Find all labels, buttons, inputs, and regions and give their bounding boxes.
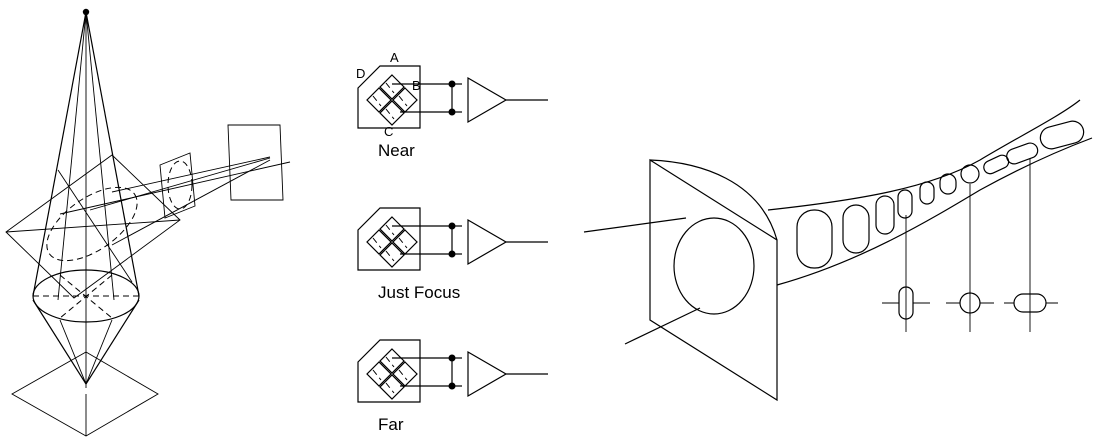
section-10: [1039, 120, 1085, 150]
detector-label-far: Far: [378, 415, 404, 434]
section-6: [939, 173, 957, 195]
quadrant-2: [379, 374, 405, 400]
quadrant-label-c: C: [384, 124, 393, 139]
quadrant-3: [366, 87, 392, 113]
section-1: [796, 209, 833, 269]
quadrant-0: [379, 74, 405, 100]
quadrant-0: [379, 216, 405, 242]
beam-spot-ellipse: [46, 186, 138, 262]
quadrant-2: [379, 100, 405, 126]
tilted-plane: [5, 154, 181, 299]
differential-amplifier: [467, 218, 508, 266]
cylindrical-lens-frame: [159, 152, 196, 219]
detector-plane: [227, 124, 284, 201]
quadrant-0: [379, 348, 405, 374]
detector-label-just-focus: Just Focus: [378, 283, 460, 302]
differential-amplifier: [467, 350, 508, 398]
quadrant-label-b: B: [412, 78, 421, 93]
beam-envelope-upper: [767, 99, 1081, 211]
optical-path-perspective: [5, 8, 291, 437]
quadrant-3: [366, 361, 392, 387]
section-7-focus: [960, 164, 980, 184]
focus-beam-profile: [583, 99, 1093, 402]
section-5: [919, 181, 935, 205]
quadrant-label-a: A: [390, 50, 399, 65]
differential-amplifier: [467, 76, 508, 124]
objective-lens-aperture: [673, 217, 755, 315]
quadrant-label-d: D: [356, 66, 365, 81]
beam-envelope-lower: [776, 137, 1093, 286]
detector-just-focus: Just Focus: [357, 207, 548, 302]
section-4: [897, 189, 913, 219]
detector-label-near: Near: [378, 141, 415, 160]
detector-far: Far: [357, 339, 548, 434]
section-9: [1006, 142, 1039, 165]
section-3: [875, 195, 895, 235]
section-2: [842, 204, 870, 254]
objective-lens-body: [649, 158, 778, 402]
quadrant-2: [379, 242, 405, 268]
quadrant-3: [366, 229, 392, 255]
section-8: [983, 154, 1010, 175]
detector-near: Near AB C D: [356, 50, 548, 160]
base-plane: [11, 351, 159, 437]
